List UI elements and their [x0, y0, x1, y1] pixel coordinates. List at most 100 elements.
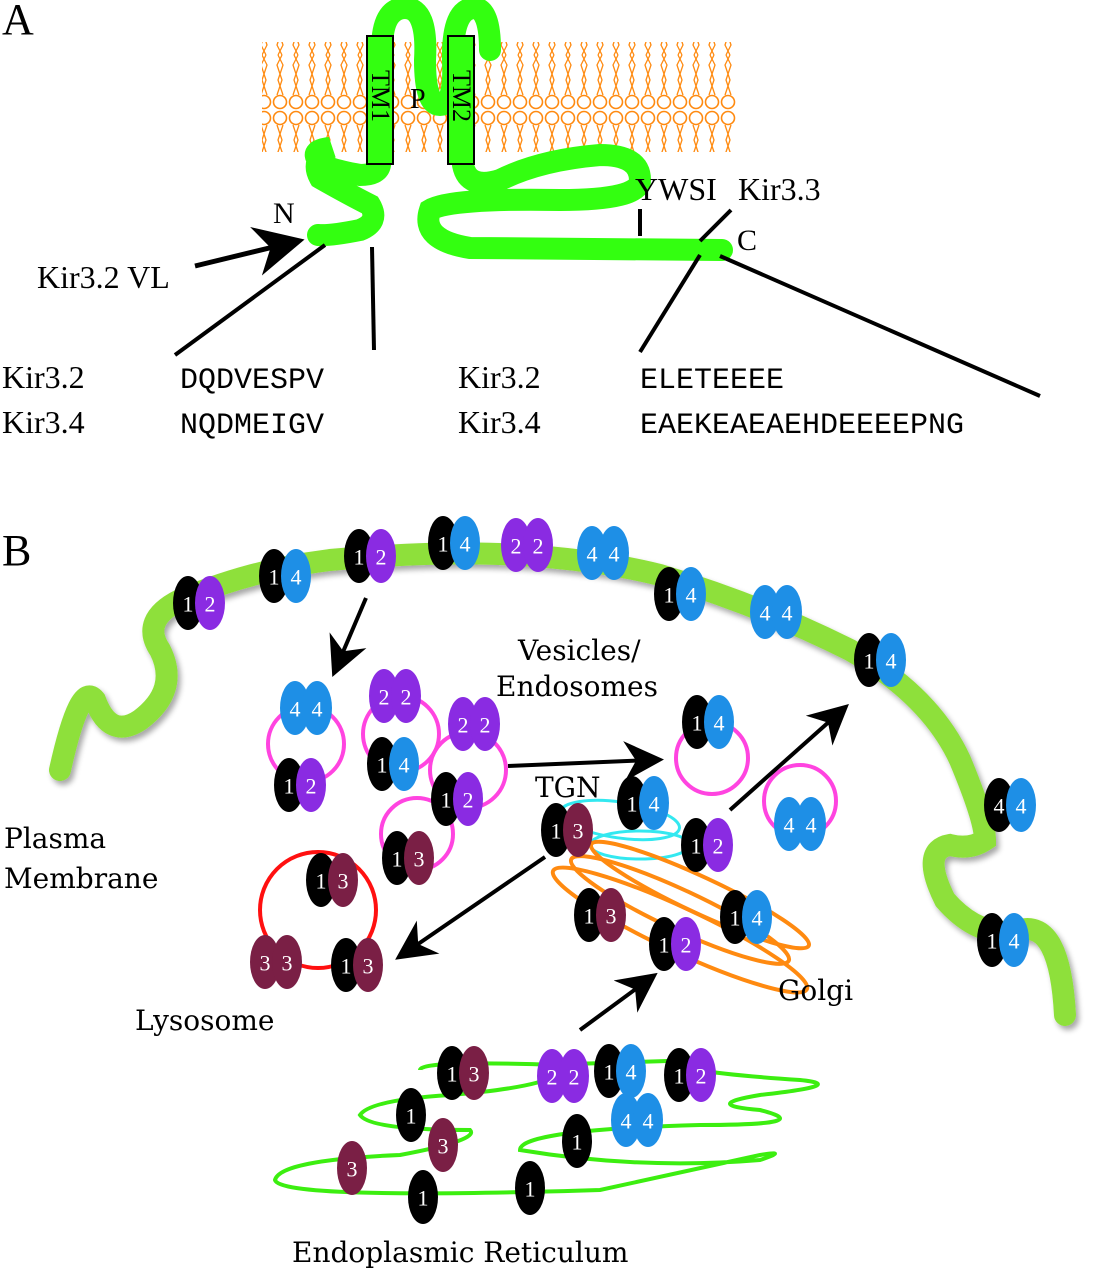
- subunit-number: 4: [460, 532, 471, 557]
- subunit-kir3-2: [195, 576, 225, 630]
- subunit-kir3-1: [594, 1044, 624, 1098]
- n-term-alignment: Kir3.2 DQDVESPV Kir3.4 NQDMEIGV: [2, 359, 324, 443]
- subunit-kir3-4: [280, 681, 310, 735]
- lipid-bilayer: [262, 42, 736, 152]
- subunit-kir3-1: [681, 818, 711, 872]
- tgn-label: TGN: [535, 771, 601, 804]
- subunit-number: 4: [643, 1109, 654, 1134]
- alignment-sequence: ELETEEEE: [640, 364, 784, 398]
- subunit-number: 1: [284, 774, 295, 799]
- subunit-kir3-4: [772, 585, 802, 639]
- subunit-kir3-3: [596, 888, 626, 942]
- subunit-number: 1: [691, 834, 702, 859]
- subunit-kir3-3: [328, 853, 358, 907]
- subunit-number: 3: [438, 1134, 449, 1159]
- subunit-kir3-1: [562, 1114, 592, 1168]
- subunit-number: 1: [377, 753, 388, 778]
- complex-3: 3: [337, 1141, 367, 1195]
- subunit-kir3-1: [431, 772, 461, 826]
- subunit-number: 1: [551, 819, 562, 844]
- subunit-kir3-4: [796, 797, 826, 851]
- c-term-alignment: Kir3.2 ELETEEEE Kir3.4 EAEKEAEAEHDEEEEPN…: [458, 359, 964, 443]
- subunit-kir3-4: [389, 737, 419, 791]
- subunit-kir3-4: [984, 778, 1014, 832]
- alignment-name: Kir3.4: [2, 404, 85, 440]
- subunit-number: 2: [376, 545, 387, 570]
- subunit-number: 1: [659, 933, 670, 958]
- subunit-number: 4: [752, 906, 763, 931]
- subunit-kir3-2: [703, 818, 733, 872]
- subunit-number: 2: [681, 933, 692, 958]
- subunit-kir3-4: [611, 1093, 641, 1147]
- subunit-kir3-2: [671, 917, 701, 971]
- subunit-kir3-4: [633, 1093, 663, 1147]
- subunit-number: 1: [341, 954, 352, 979]
- subunit-kir3-4: [639, 776, 669, 830]
- alignment-name: Kir3.2: [458, 359, 541, 395]
- complex-1: 1: [515, 1161, 545, 1215]
- subunit-number: 2: [458, 713, 469, 738]
- subunit-number: 4: [784, 813, 795, 838]
- subunit-kir3-2: [453, 772, 483, 826]
- subunit-number: 1: [572, 1130, 583, 1155]
- membrane-label: Membrane: [4, 862, 158, 895]
- lysosome-label: Lysosome: [135, 1004, 275, 1037]
- subunit-number: 2: [547, 1065, 558, 1090]
- subunit-number: 1: [392, 847, 403, 872]
- pore-loop: [371, 0, 501, 117]
- c-term-callout-line-right: [719, 254, 1041, 398]
- subunit-number: 2: [696, 1064, 707, 1089]
- subunit-number: 1: [316, 869, 327, 894]
- subunit-kir3-1: [649, 917, 679, 971]
- lysosome-membrane: [258, 850, 378, 970]
- vesicles-label: Vesicles/: [517, 634, 641, 667]
- c-terminal-segment: [417, 143, 733, 261]
- subunit-kir3-4: [1006, 778, 1036, 832]
- endocytosis-arrow: [329, 597, 368, 678]
- subunit-kir3-1: [541, 803, 571, 857]
- subunit-number: 4: [312, 697, 323, 722]
- subunit-number: 1: [269, 565, 280, 590]
- subunit-kir3-1: [977, 913, 1007, 967]
- subunit-number: 2: [401, 685, 412, 710]
- subunit-number: 4: [587, 542, 598, 567]
- subunit-kir3-2: [366, 529, 396, 583]
- subunit-number: 4: [686, 583, 697, 608]
- kir33-callout-line: [698, 208, 733, 243]
- exocytosis-arrow: [728, 704, 849, 812]
- subunit-number: 1: [354, 545, 365, 570]
- subunit-kir3-4: [999, 913, 1029, 967]
- panel-a-label: A: [2, 0, 34, 44]
- subunit-number: 1: [604, 1060, 615, 1085]
- channel-subunit-topology: TM1 TM2 P: [304, 0, 733, 261]
- subunit-number: 4: [1009, 929, 1020, 954]
- subunit-kir3-1: [515, 1161, 545, 1215]
- er-label: Endoplasmic Reticulum: [292, 1236, 628, 1269]
- er-to-golgi-arrow: [578, 972, 658, 1032]
- subunit-number: 3: [282, 951, 293, 976]
- subunit-number: 3: [338, 869, 349, 894]
- recycling-arrow: [507, 741, 664, 782]
- subunit-kir3-4: [676, 567, 706, 621]
- subunit-kir3-4: [876, 633, 906, 687]
- subunit-number: 1: [447, 1062, 458, 1087]
- tm1-helix: [366, 35, 394, 165]
- subunit-number: 2: [569, 1065, 580, 1090]
- n-terminus-label: N: [273, 197, 295, 230]
- subunit-kir3-3: [428, 1118, 458, 1172]
- subunit-number: 1: [406, 1104, 417, 1129]
